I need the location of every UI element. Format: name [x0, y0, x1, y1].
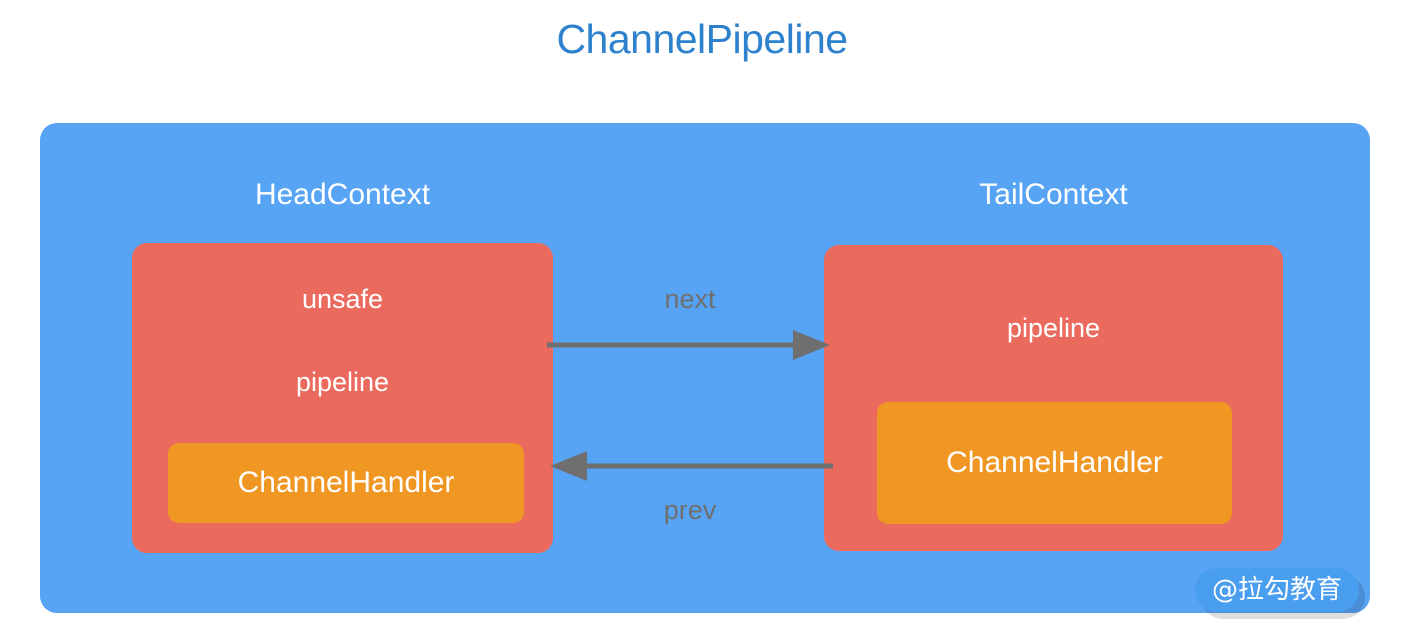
- head-context-title: HeadContext: [254, 178, 431, 211]
- head-channel-handler-box: ChannelHandler: [168, 443, 524, 523]
- next-arrow-icon: [547, 330, 830, 360]
- prev-arrow-label: prev: [663, 495, 717, 525]
- tail-context-box: pipeline ChannelHandler: [824, 245, 1283, 551]
- head-field-pipeline: pipeline: [295, 367, 390, 397]
- tail-context-title: TailContext: [979, 178, 1128, 211]
- tail-channel-handler-label: ChannelHandler: [946, 446, 1163, 479]
- prev-arrow-icon: [550, 451, 833, 481]
- tail-field-pipeline: pipeline: [1006, 313, 1101, 343]
- page-title: ChannelPipeline: [556, 16, 848, 62]
- head-field-unsafe: unsafe: [301, 284, 384, 314]
- next-arrow-label: next: [664, 284, 716, 314]
- tail-channel-handler-box: ChannelHandler: [877, 402, 1232, 524]
- watermark-text: @拉勾教育: [1212, 575, 1343, 605]
- head-context-box: unsafe pipeline ChannelHandler: [132, 243, 553, 553]
- head-channel-handler-label: ChannelHandler: [237, 466, 455, 499]
- watermark-badge: @拉勾教育: [1195, 568, 1360, 612]
